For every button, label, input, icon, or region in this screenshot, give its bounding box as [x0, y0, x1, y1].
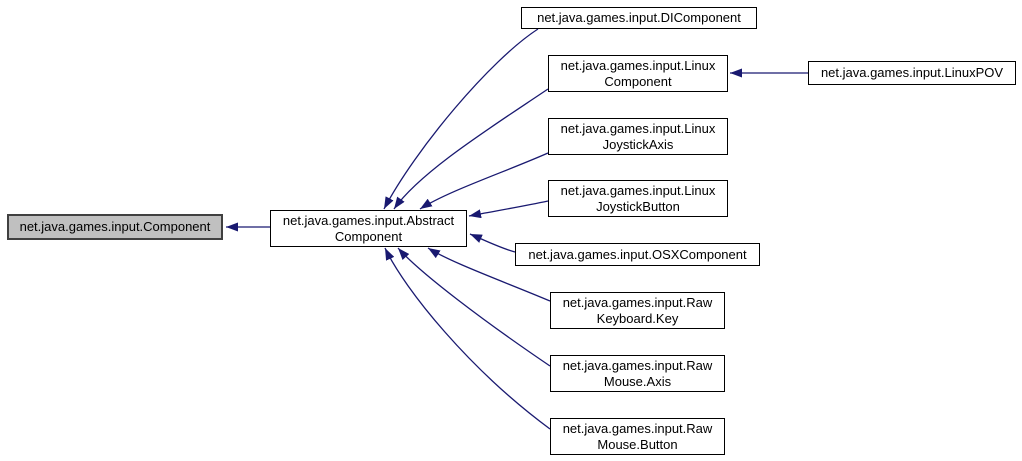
node-osx-component-label: net.java.games.input.OSXComponent — [528, 246, 747, 262]
edge-linuxjoystickbutton-to-abstractcomponent — [468, 200, 549, 219]
node-abstract-component-label: net.java.games.input.Abstract Component — [282, 213, 455, 244]
edge-dicomponent-to-abstractcomponent — [383, 28, 539, 210]
edge-linuxjoystickaxis-to-abstractcomponent — [419, 152, 549, 210]
node-raw-keyboard-key[interactable]: net.java.games.input.Raw Keyboard.Key — [550, 292, 725, 329]
node-di-component-label: net.java.games.input.DIComponent — [537, 10, 741, 26]
node-raw-mouse-button[interactable]: net.java.games.input.Raw Mouse.Button — [550, 418, 725, 455]
node-linux-component[interactable]: net.java.games.input.Linux Component — [548, 55, 728, 92]
node-raw-mouse-axis-label: net.java.games.input.Raw Mouse.Axis — [562, 358, 713, 389]
edge-linuxcomponent-to-abstractcomponent — [393, 88, 549, 210]
node-abstract-component[interactable]: net.java.games.input.Abstract Component — [270, 210, 467, 247]
node-osx-component[interactable]: net.java.games.input.OSXComponent — [515, 243, 760, 266]
node-linux-component-label: net.java.games.input.Linux Component — [560, 58, 716, 89]
edge-rawkeyboardkey-to-abstractcomponent — [427, 247, 551, 302]
node-linux-joystick-axis[interactable]: net.java.games.input.Linux JoystickAxis — [548, 118, 728, 155]
node-linux-pov-label: net.java.games.input.LinuxPOV — [820, 65, 1004, 81]
node-component: net.java.games.input.Component — [7, 214, 223, 240]
edge-rawmouseaxis-to-abstractcomponent — [397, 247, 551, 367]
node-linux-joystick-axis-label: net.java.games.input.Linux JoystickAxis — [560, 121, 716, 152]
node-di-component[interactable]: net.java.games.input.DIComponent — [521, 7, 757, 29]
node-linux-joystick-button[interactable]: net.java.games.input.Linux JoystickButto… — [548, 180, 728, 217]
node-linux-pov[interactable]: net.java.games.input.LinuxPOV — [808, 61, 1016, 85]
node-raw-mouse-axis[interactable]: net.java.games.input.Raw Mouse.Axis — [550, 355, 725, 392]
node-component-label: net.java.games.input.Component — [19, 219, 211, 235]
node-linux-joystick-button-label: net.java.games.input.Linux JoystickButto… — [560, 183, 716, 214]
edge-osxcomponent-to-abstractcomponent — [469, 233, 516, 253]
edge-rawmousebutton-to-abstractcomponent — [384, 247, 551, 430]
node-raw-mouse-button-label: net.java.games.input.Raw Mouse.Button — [562, 421, 713, 452]
node-raw-keyboard-key-label: net.java.games.input.Raw Keyboard.Key — [562, 295, 713, 326]
